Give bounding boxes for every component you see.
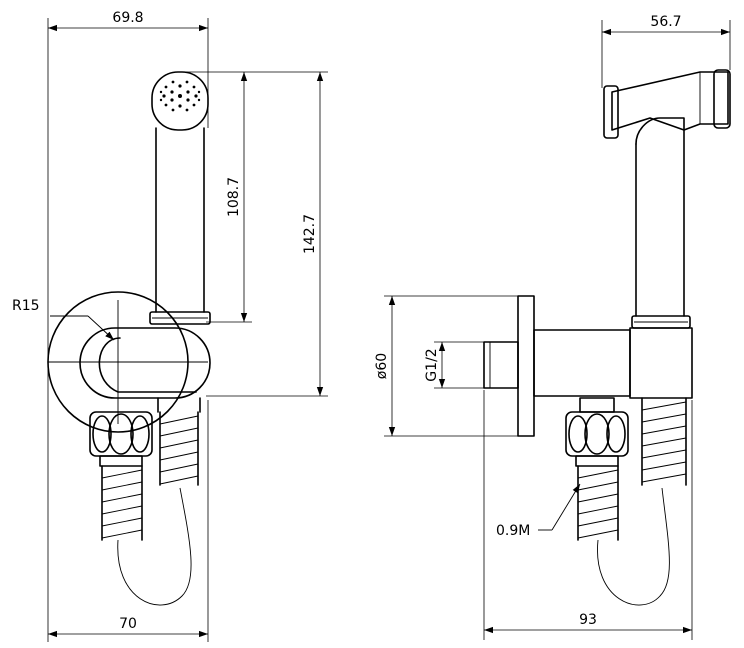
hose-front-right xyxy=(577,465,619,541)
dim-width-top-right: 56.7 xyxy=(650,14,681,30)
side-flange xyxy=(517,295,535,437)
side-spray-head xyxy=(603,69,731,139)
hose-right-behind xyxy=(159,411,199,486)
dim-total-height: 142.7 xyxy=(302,214,318,254)
thread-connector xyxy=(483,341,519,389)
dim-head-height: 108.7 xyxy=(226,177,242,217)
dim-hose-length: 0.9M xyxy=(496,523,530,539)
holder-bracket xyxy=(79,327,211,399)
dim-thread: G1/2 xyxy=(424,348,440,381)
hose-back-right xyxy=(641,397,687,486)
dim-radius: R15 xyxy=(12,298,40,314)
dim-width-bottom-left: 70 xyxy=(119,616,137,632)
hose-nut-right xyxy=(565,397,629,467)
dim-width-bottom-right: 93 xyxy=(579,612,597,628)
hand-shower xyxy=(149,71,211,325)
valve-block xyxy=(629,327,693,399)
hose-loop-right xyxy=(597,487,670,606)
valve-body xyxy=(533,329,631,397)
spray-nozzles xyxy=(159,80,201,112)
hose-loop xyxy=(117,487,192,606)
side-view xyxy=(483,69,731,606)
hose-nut-left xyxy=(89,411,153,467)
hose-left xyxy=(101,465,143,541)
side-view-dimensions xyxy=(384,20,731,640)
dim-flange-diameter: ø60 xyxy=(374,353,390,379)
front-view-dimensions xyxy=(47,18,328,642)
dim-width-top-left: 69.8 xyxy=(112,10,143,26)
front-view xyxy=(47,71,211,606)
